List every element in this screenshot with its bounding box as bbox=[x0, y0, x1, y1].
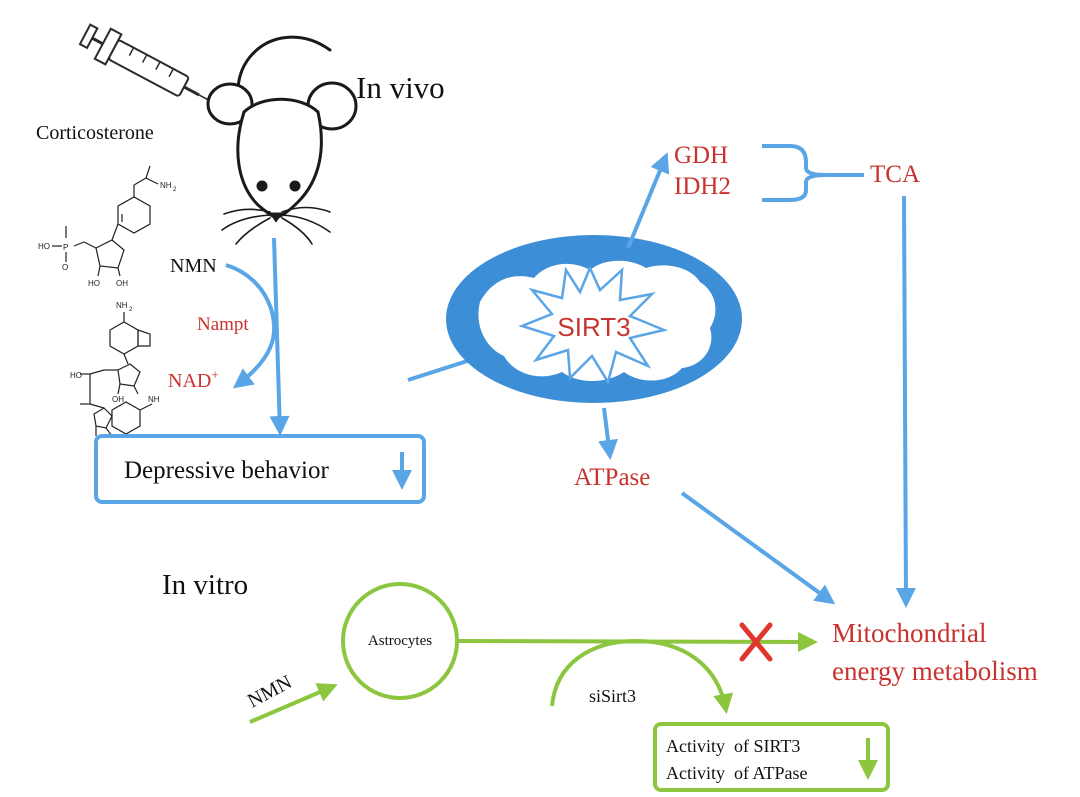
nmn-ho-ring-label: HO bbox=[88, 279, 100, 288]
nampt-label: Nampt bbox=[197, 314, 249, 335]
activity-box bbox=[653, 722, 890, 792]
in-vivo-label: In vivo bbox=[356, 70, 445, 105]
nad-label-text: NAD bbox=[168, 370, 211, 392]
activity-sirt3-label: Activity of SIRT3 bbox=[666, 736, 800, 756]
inhibition-x-icon bbox=[739, 622, 773, 662]
atpase-label: ATPase bbox=[574, 464, 650, 491]
nad-ho-label: HO bbox=[70, 371, 82, 380]
sirt3-label: SIRT3 bbox=[557, 312, 630, 342]
nmn-p-label: P bbox=[63, 243, 68, 252]
depressive-behavior-label: Depressive behavior bbox=[124, 457, 329, 484]
astrocytes-circle bbox=[341, 582, 459, 700]
in-vitro-label: In vitro bbox=[162, 569, 248, 601]
idh2-label: IDH2 bbox=[674, 173, 731, 200]
nad-oh-label: OH bbox=[112, 395, 124, 404]
nad-nh2-sub: 2 bbox=[129, 307, 133, 313]
sirt3-to-gdh-arrow bbox=[626, 152, 670, 249]
nmn-label: NMN bbox=[170, 255, 217, 277]
nad-structure bbox=[80, 312, 153, 437]
nad-label: NAD+ bbox=[168, 367, 219, 392]
nampt-conversion-arrow bbox=[225, 263, 276, 389]
activity-atpase-label: Activity of ATPase bbox=[666, 763, 808, 783]
mouse-to-behavior-arrow bbox=[269, 237, 290, 436]
sirt3-to-atpase-arrow bbox=[598, 407, 618, 460]
nad-superscript: + bbox=[211, 367, 218, 382]
syringe-icon bbox=[78, 23, 215, 104]
gdh-idh2-bracket bbox=[762, 144, 864, 202]
nmn-oh-ring-label: OH bbox=[116, 279, 128, 288]
gdh-label: GDH bbox=[674, 142, 728, 169]
depressive-behavior-box bbox=[94, 434, 426, 504]
sisirt3-arc-arrow bbox=[550, 638, 734, 714]
nad-nh2-top-label: NH bbox=[116, 301, 128, 310]
corticosterone-label: Corticosterone bbox=[36, 122, 154, 144]
tca-label: TCA bbox=[870, 161, 920, 188]
tca-to-metabolism-arrow bbox=[895, 195, 916, 608]
nmn-ho-label: HO bbox=[38, 242, 50, 251]
nmn-nh2-label: NH bbox=[160, 181, 172, 190]
mito-metabolism-label-line1: Mitochondrial bbox=[832, 618, 986, 648]
atpase-to-metabolism-arrow bbox=[680, 491, 836, 605]
nmn-nh2-sub: 2 bbox=[173, 187, 177, 193]
sisirt3-label: siSirt3 bbox=[589, 686, 636, 706]
mouse-icon bbox=[206, 35, 358, 245]
nmn-to-astrocytes-arrow bbox=[249, 683, 338, 724]
sirt3-burst-icon bbox=[518, 264, 669, 386]
mito-metabolism-label-line2: energy metabolism bbox=[832, 656, 1038, 686]
mitochondrion-icon bbox=[446, 235, 742, 403]
nmn-o-minus-label: O bbox=[62, 263, 68, 272]
nad-nh2-right-label: NH bbox=[148, 395, 160, 404]
astrocytes-label: Astrocytes bbox=[368, 633, 432, 649]
nmn-structure bbox=[52, 165, 159, 277]
